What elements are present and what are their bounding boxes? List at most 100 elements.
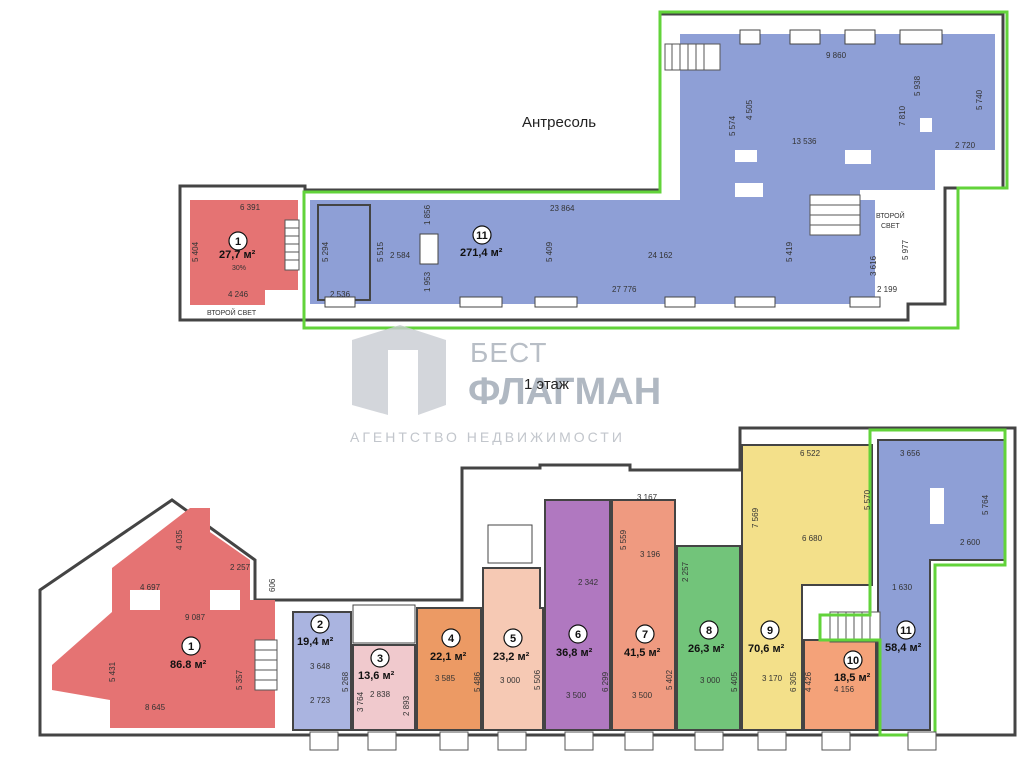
dimension: 4 426: [804, 671, 813, 692]
logo-icon: [352, 325, 446, 415]
dimension: 2 893: [402, 695, 411, 716]
mezzanine-room-11[interactable]: [310, 200, 875, 304]
dimension: 5 515: [376, 241, 385, 262]
room-area: 18,5 м²: [834, 672, 871, 684]
pillar: [735, 150, 757, 162]
room-area: 22,1 м²: [430, 651, 467, 663]
dimension: 3 196: [640, 550, 661, 559]
svg-text:7: 7: [642, 629, 648, 641]
dimension: 606: [268, 578, 277, 592]
mezzanine-windows: [324, 29, 943, 308]
dimension: 5 405: [730, 671, 739, 692]
room-9[interactable]: [741, 444, 873, 731]
pillar: [130, 590, 160, 610]
dimension: 5 506: [533, 669, 542, 690]
room-11-highlight: [818, 428, 1007, 737]
room-7[interactable]: [611, 499, 676, 731]
room-4[interactable]: [416, 607, 482, 731]
svg-text:1: 1: [188, 641, 194, 653]
room-badge: 3: [370, 648, 390, 668]
mezzanine-title: Антресоль: [522, 114, 596, 131]
dimension: 2 600: [960, 538, 981, 547]
mezzanine-room-1[interactable]: [190, 200, 298, 305]
room-badge: 8: [699, 620, 719, 640]
room-badge: 10: [843, 650, 863, 670]
dimension: 5 268: [341, 671, 350, 692]
dimension: 3 585: [435, 674, 456, 683]
dimension: 2 342: [578, 578, 599, 587]
room-area: 23,2 м²: [493, 651, 530, 663]
room-badge: 7: [635, 624, 655, 644]
dimension: 5 357: [235, 669, 244, 690]
room-area: 271,4 м²: [460, 247, 503, 259]
stairs-icon: [284, 219, 300, 271]
entrance-steps: [309, 731, 937, 751]
dimension: 4 505: [745, 99, 754, 120]
watermark-line3: АГЕНТСТВО НЕДВИЖИМОСТИ: [350, 429, 625, 445]
dimension: 3 764: [356, 691, 365, 712]
dimension: 5 402: [665, 669, 674, 690]
dimension: 3 170: [762, 674, 783, 683]
dimension: 5 570: [863, 489, 872, 510]
dimension: 3 000: [500, 676, 521, 685]
svg-text:11: 11: [476, 230, 488, 242]
room-area: 86.8 м²: [170, 659, 207, 671]
watermark-line2: ФЛАГМАН: [468, 371, 661, 413]
dimension: 6 391: [240, 203, 261, 212]
dimension: 27 776: [612, 285, 637, 294]
dimension: 5 404: [191, 241, 200, 262]
room-5[interactable]: [482, 567, 544, 731]
dimension: 24 162: [648, 251, 673, 260]
dimension: 4 246: [228, 290, 249, 299]
dimension: 5 938: [913, 75, 922, 96]
svg-text:10: 10: [847, 655, 859, 667]
dimension: 2 720: [955, 141, 976, 150]
second-light-label: СВЕТ: [881, 223, 900, 230]
dimension: 13 536: [792, 137, 817, 146]
dimension: 7 810: [898, 105, 907, 126]
dimension: 2 257: [681, 561, 690, 582]
svg-text:8: 8: [706, 625, 712, 637]
pillar: [487, 524, 533, 564]
room-1[interactable]: [52, 508, 275, 728]
dimension: 7 569: [751, 507, 760, 528]
dimension: 5 559: [619, 529, 628, 550]
dimension: 6 680: [802, 534, 823, 543]
room-6[interactable]: [544, 499, 611, 731]
dimension: 6 522: [800, 449, 821, 458]
room-badge: 1: [228, 231, 248, 251]
dimension: 5 294: [321, 241, 330, 262]
dimension: 5 419: [785, 241, 794, 262]
pillar: [920, 118, 932, 132]
room-2[interactable]: [292, 611, 352, 731]
room-badge: 11: [896, 620, 916, 640]
dimension: 3 000: [700, 676, 721, 685]
svg-text:11: 11: [900, 625, 912, 637]
dimension: 9 860: [826, 51, 847, 60]
room-area: 70,6 м²: [748, 643, 785, 655]
dimension: 5 409: [545, 241, 554, 262]
svg-text:6: 6: [575, 629, 581, 641]
dimension: 5 764: [981, 494, 990, 515]
room-note: 30%: [232, 265, 246, 272]
dimension: 2 723: [310, 696, 331, 705]
svg-text:1: 1: [235, 236, 241, 248]
room-area: 58,4 м²: [885, 642, 922, 654]
first-floor-outline: [38, 426, 1017, 737]
dimension: 5 486: [473, 671, 482, 692]
svg-text:5: 5: [510, 633, 516, 645]
room-area: 27,7 м²: [219, 249, 256, 261]
room-badge: 2: [310, 614, 330, 634]
dimension: 3 500: [566, 691, 587, 700]
dimension: 9 087: [185, 613, 206, 622]
room-badge: 6: [568, 624, 588, 644]
room-badge: 1: [181, 636, 201, 656]
stairs-icon: [254, 611, 881, 691]
watermark: БЕСТ ФЛАГМАН АГЕНТСТВО НЕДВИЖИМОСТИ: [350, 325, 661, 445]
dimension: 1 856: [423, 204, 432, 225]
dimension: 3 500: [632, 691, 653, 700]
second-light-label: ВТОРОЙ: [876, 211, 905, 220]
dimension: 6 305: [789, 671, 798, 692]
dimension: 3 648: [310, 662, 331, 671]
